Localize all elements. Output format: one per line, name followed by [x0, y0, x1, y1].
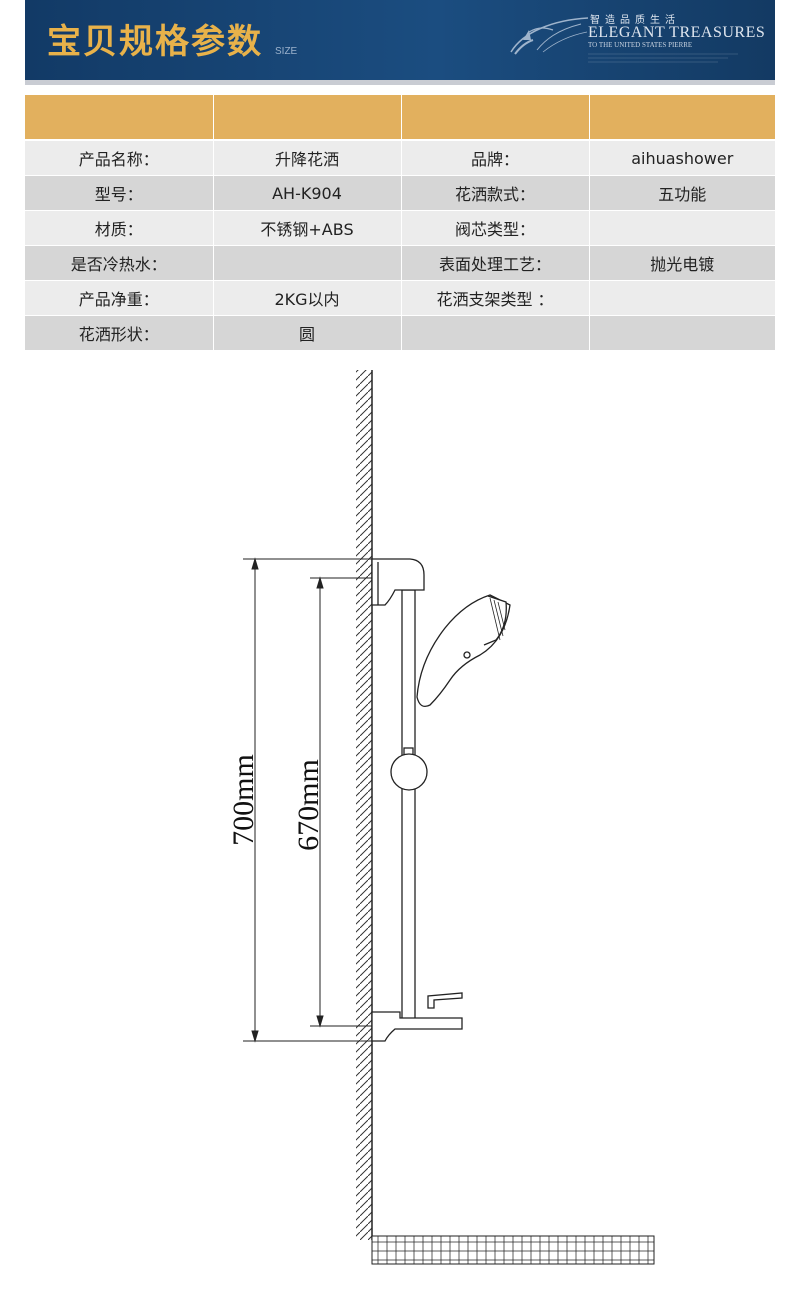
spec-label: 产品名称： — [25, 140, 214, 176]
spec-value: aihuashower — [589, 140, 775, 176]
spec-label: 品牌： — [401, 140, 590, 176]
spec-label: 表面处理工艺： — [401, 245, 590, 281]
slider-knob — [390, 747, 428, 791]
spec-label: 花洒形状： — [25, 315, 214, 351]
spec-label: 型号： — [25, 175, 214, 211]
spec-label: 是否冷热水： — [25, 245, 214, 281]
page-title: 宝贝规格参数 — [47, 22, 263, 62]
spec-label — [401, 315, 590, 351]
spec-value: 抛光电镀 — [589, 245, 775, 281]
banner-divider — [25, 80, 775, 85]
header-banner: 宝贝规格参数 SIZE 智造品质生活 ELEGANT TREASURES TO … — [25, 0, 775, 80]
brand-slogan: 智造品质生活 — [590, 15, 680, 26]
dimension-670 — [310, 576, 375, 1028]
installation-drawing: 700mm 670mm — [227, 370, 655, 1265]
table-row: 花洒形状： 圆 — [25, 315, 775, 351]
table-row: 型号： AH-K904 花洒款式： 五功能 — [25, 175, 775, 211]
shower-head-icon — [416, 594, 511, 708]
spec-value — [589, 280, 775, 316]
slide-bar — [371, 558, 463, 1042]
brand-tagline: TO THE UNITED STATES PIERRE — [588, 41, 693, 49]
spec-label: 材质： — [25, 210, 214, 246]
page-subtitle: SIZE — [275, 46, 298, 57]
outer-dimension-label: 700mm — [227, 754, 260, 846]
brand-logo-icon — [510, 17, 589, 55]
spec-value: 圆 — [213, 315, 402, 351]
inner-dimension-label: 670mm — [292, 759, 325, 851]
spec-value — [589, 315, 775, 351]
table-header-row — [25, 95, 775, 141]
spec-label: 阀芯类型： — [401, 210, 590, 246]
table-header-cell — [213, 95, 402, 141]
table-row: 是否冷热水： 表面处理工艺： 抛光电镀 — [25, 245, 775, 281]
spec-label: 花洒款式： — [401, 175, 590, 211]
spec-table: 产品名称： 升降花洒 品牌： aihuashower 型号： AH-K904 花… — [25, 95, 775, 351]
spec-value: 升降花洒 — [213, 140, 402, 176]
decorative-lines — [588, 53, 738, 63]
spec-value: 2KG以内 — [213, 280, 402, 316]
spec-value: AH-K904 — [213, 175, 402, 211]
spec-value — [589, 210, 775, 246]
spec-value: 五功能 — [589, 175, 775, 211]
spec-label: 产品净重： — [25, 280, 214, 316]
spec-label: 花洒支架类型 ： — [401, 280, 590, 316]
floor — [371, 1235, 655, 1265]
table-row: 产品净重： 2KG以内 花洒支架类型 ： — [25, 280, 775, 316]
spec-value: 不锈钢+ABS — [213, 210, 402, 246]
wall — [356, 370, 373, 1240]
table-row: 材质： 不锈钢+ABS 阀芯类型： — [25, 210, 775, 246]
spec-value — [213, 245, 402, 281]
table-header-cell — [589, 95, 775, 141]
brand-name: ELEGANT TREASURES — [588, 24, 766, 41]
dimension-700 — [243, 557, 375, 1043]
table-header-cell — [25, 95, 214, 141]
table-row: 产品名称： 升降花洒 品牌： aihuashower — [25, 140, 775, 176]
table-header-cell — [401, 95, 590, 141]
